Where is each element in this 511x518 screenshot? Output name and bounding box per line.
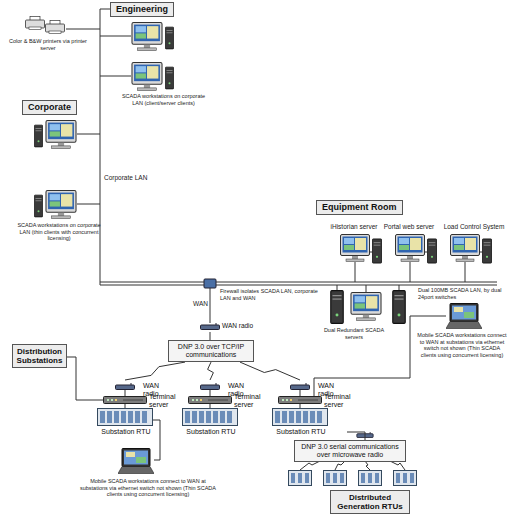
annotation-label: iHistorian server bbox=[328, 223, 380, 231]
annotation-label: Dual 100MB SCADA LAN, by dual 24port swi… bbox=[418, 287, 508, 300]
annotation-label: SCADA workstations on corporate LAN (thi… bbox=[14, 222, 104, 242]
substation-stack: WAN radioTerminal serverSubstation RTU bbox=[80, 380, 172, 438]
link-line bbox=[347, 432, 365, 440]
section-heading: Corporate bbox=[22, 100, 77, 115]
annotation-label: WAN bbox=[184, 300, 208, 308]
substation-stack: WAN radioTerminal serverSubstation RTU bbox=[165, 380, 257, 438]
device-label: Substation RTU bbox=[80, 428, 172, 436]
radio-device: WAN radio bbox=[196, 320, 253, 332]
protocol-box: DNP 3.0 serial communications over micro… bbox=[294, 440, 406, 462]
node-text: DNP 3.0 over TCP/IP communications bbox=[172, 343, 250, 359]
link-line bbox=[125, 362, 185, 380]
section-heading: Distribution Substations bbox=[12, 344, 67, 368]
node-text: Distribution Substations bbox=[16, 347, 63, 365]
link-line bbox=[210, 332, 211, 340]
section-heading: Engineering bbox=[110, 2, 174, 17]
link-line bbox=[240, 362, 300, 380]
node-text: Distributed Generation RTUs bbox=[334, 493, 406, 511]
section-heading: Equipment Room bbox=[316, 200, 403, 215]
annotation-label: Dual Redundant SCADA servers bbox=[318, 327, 390, 340]
annotation-label: Mobile SCADA workstations connect to WAN… bbox=[78, 478, 218, 498]
node-text: WAN radio bbox=[222, 320, 253, 332]
device-label: Substation RTU bbox=[255, 428, 347, 436]
annotation-label: SCADA workstations on corporate LAN (cli… bbox=[116, 93, 211, 106]
annotation-label: Mobile SCADA workstations connect to WAN… bbox=[416, 332, 508, 358]
node-text: Corporate bbox=[28, 102, 71, 113]
annotation-label: Firewall isolates SCADA LAN, corporate L… bbox=[220, 288, 320, 301]
device-label: Terminal server bbox=[149, 393, 183, 408]
section-heading: Distributed Generation RTUs bbox=[330, 490, 410, 514]
device-label: Substation RTU bbox=[165, 428, 257, 436]
annotation-label: Load Control System bbox=[440, 223, 508, 231]
node-text: DNP 3.0 serial communications over micro… bbox=[298, 443, 402, 459]
substation-stack: WAN radioTerminal serverSubstation RTU bbox=[255, 380, 347, 438]
annotation-label: Color & B&W printers via printer server bbox=[8, 38, 88, 51]
protocol-box: DNP 3.0 over TCP/IP communications bbox=[168, 340, 254, 362]
node-text: Engineering bbox=[116, 4, 168, 15]
device-label: Terminal server bbox=[234, 393, 268, 408]
node-text: Equipment Room bbox=[322, 202, 397, 213]
annotation-label: Portal web server bbox=[383, 223, 435, 231]
device-label: Terminal server bbox=[324, 393, 358, 408]
annotation-label: Corporate LAN bbox=[104, 174, 164, 182]
link-line bbox=[208, 362, 214, 380]
